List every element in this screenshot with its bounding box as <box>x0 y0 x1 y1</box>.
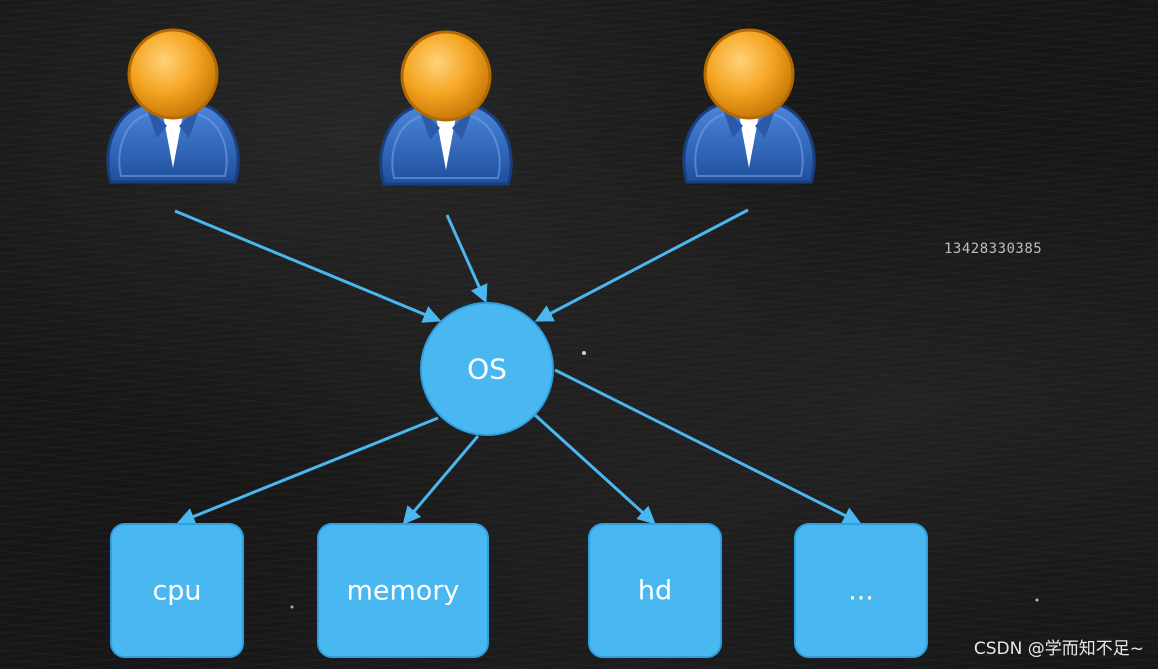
arrow-user3-to-os <box>534 208 749 322</box>
resource-node-memory: memory <box>317 523 489 658</box>
os-label: OS <box>467 353 507 386</box>
arrow-user1-to-os <box>174 209 442 323</box>
resource-node-cpu: cpu <box>110 523 244 658</box>
chalk-speck <box>1035 598 1039 602</box>
resource-label-more: ... <box>848 576 874 607</box>
arrow-os-to-hd <box>533 413 656 525</box>
chalk-speck <box>290 605 294 609</box>
phone-number-overlay: 13428330385 <box>944 241 1043 257</box>
arrow-os-to-memory <box>402 435 480 525</box>
user-icon <box>379 30 513 186</box>
resource-label-hd: hd <box>638 576 672 607</box>
arrow-user2-to-os <box>445 214 488 304</box>
arrow-os-to-cpu <box>176 416 439 525</box>
resource-label-memory: memory <box>347 576 460 607</box>
csdn-watermark: CSDN @学而知不足~ <box>973 639 1144 659</box>
resource-node-more: ... <box>794 523 928 658</box>
user-icon <box>106 28 240 184</box>
chalk-speck <box>582 351 586 355</box>
resource-label-cpu: cpu <box>152 576 201 607</box>
user-icon <box>682 28 816 184</box>
resource-node-hd: hd <box>588 523 722 658</box>
os-node: OS <box>420 302 554 436</box>
arrow-os-to-more <box>554 368 862 524</box>
